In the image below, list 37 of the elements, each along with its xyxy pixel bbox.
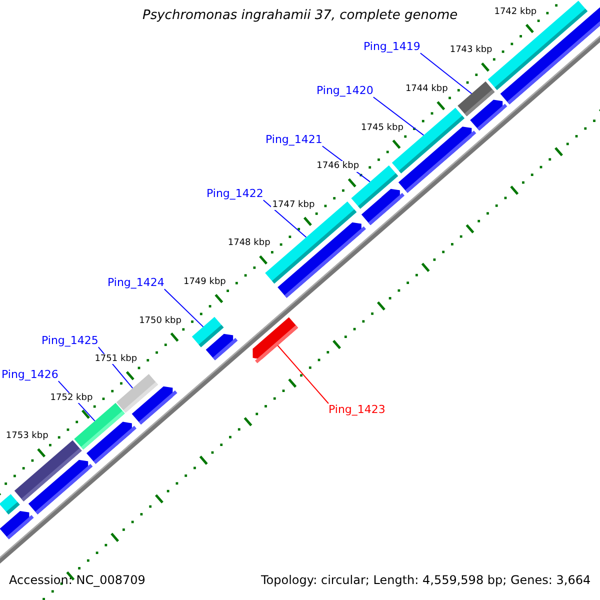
- title: Psychromonas ingrahamii 37, complete genome: [142, 9, 458, 24]
- gene-label: Ping_1420: [316, 84, 374, 98]
- tick-label: 1745 kbp: [360, 122, 404, 133]
- gene-label: Ping_1424: [108, 276, 164, 290]
- leader-line: [420, 52, 472, 94]
- gene-label: Ping_1421: [266, 134, 322, 146]
- tick-label: 1749 kbp: [182, 276, 227, 288]
- gene-feature: [0, 494, 20, 514]
- gene-label: Ping_1425: [42, 334, 98, 348]
- gene-feature: [252, 317, 298, 364]
- gene-label: Ping_1423: [328, 404, 386, 416]
- tick-label: 1752 kbp: [49, 392, 94, 403]
- gene-label: Ping_1426: [2, 368, 58, 382]
- tick-label: 1751 kbp: [94, 354, 138, 364]
- tick-label: 1746 kbp: [316, 161, 360, 172]
- gene-feature: [28, 460, 93, 514]
- tick-label: 1748 kbp: [226, 238, 272, 249]
- gene-feature: [86, 422, 136, 464]
- tick-label: 1753 kbp: [4, 431, 50, 442]
- tick-label: 1743 kbp: [448, 45, 494, 56]
- gene-feature: [0, 511, 34, 540]
- footer-text: Topology: circular; Length: 4,559,598 bp; Genes: 3,664: [261, 574, 591, 588]
- gene-feature: [278, 222, 366, 298]
- footer-text: Accession: NC_008709: [9, 574, 146, 588]
- gene-label: Ping_1422: [206, 188, 264, 200]
- gene-feature: [470, 100, 508, 131]
- tick-label: 1744 kbp: [404, 84, 449, 94]
- tick-label: 1742 kbp: [493, 6, 538, 18]
- gene-label: Ping_1419: [364, 40, 420, 54]
- tick-label: 1747 kbp: [271, 200, 316, 210]
- leader-line: [372, 96, 424, 136]
- gene-feature: [361, 188, 404, 226]
- tick-label: 1750 kbp: [138, 316, 182, 326]
- gene-feature: [206, 334, 238, 360]
- leader-line: [277, 345, 329, 404]
- leader-line: [262, 200, 307, 238]
- gene-feature: [132, 386, 178, 424]
